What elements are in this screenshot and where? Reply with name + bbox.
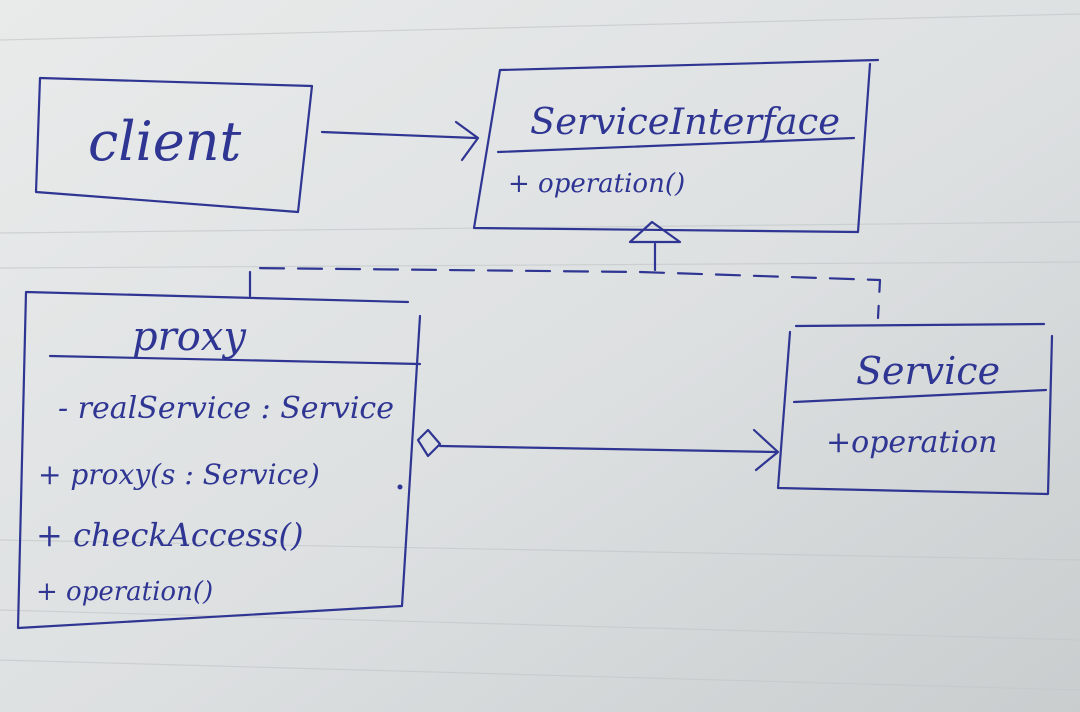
arrow-head-icon: [454, 120, 480, 162]
service-operation: +operation: [826, 425, 997, 460]
service-interface-title: ServiceInterface: [530, 102, 840, 143]
proxy-operation-operation: + operation(): [36, 577, 213, 607]
ink-dot: [397, 484, 403, 490]
proxy-attribute: - realService : Service: [58, 391, 394, 426]
realization-dashed-line: [248, 266, 882, 320]
interface-box: [472, 58, 880, 234]
proxy-box: [16, 290, 422, 630]
client-box: [34, 76, 314, 214]
proxy-divider: [48, 354, 422, 366]
proxy-operation-constructor: + proxy(s : Service): [38, 458, 320, 491]
service-title: Service: [856, 349, 1000, 393]
service-box: [776, 322, 1054, 496]
proxy-to-service-arrow: [438, 444, 778, 454]
realization-triangle-icon: [628, 220, 682, 244]
proxy-title: proxy: [132, 314, 247, 360]
notebook-rules: [0, 13, 1080, 691]
service-interface-operation: + operation(): [508, 169, 685, 199]
client-label: client: [88, 110, 242, 173]
arrow-head-icon: [752, 428, 780, 472]
proxy-operation-check-access: + checkAccess(): [36, 516, 303, 554]
interface-divider: [496, 136, 856, 154]
service-divider: [792, 388, 1048, 404]
aggregation-diamond-icon: [416, 428, 442, 458]
client-to-interface-arrow: [320, 130, 478, 140]
